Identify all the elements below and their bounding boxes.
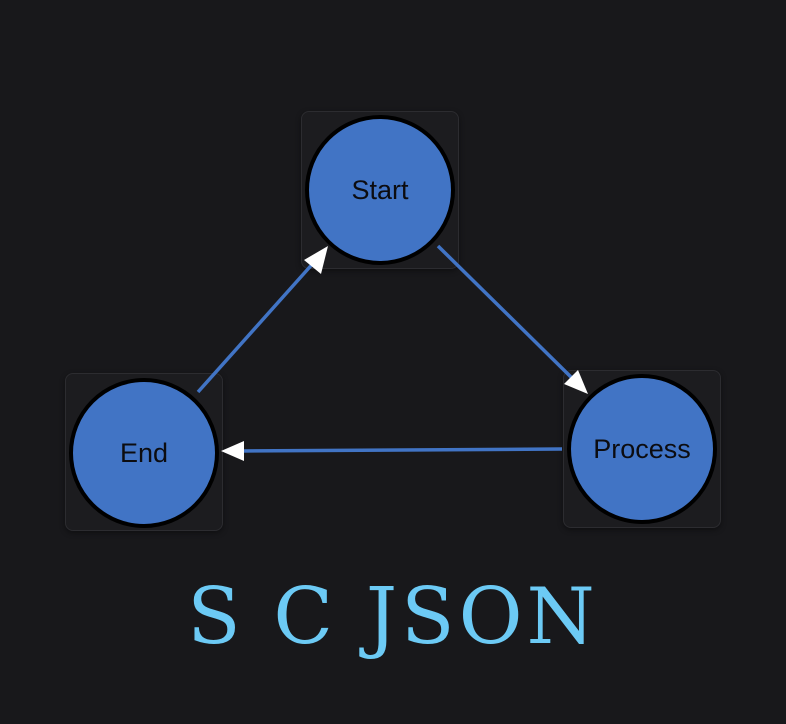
process-node[interactable]: Process xyxy=(567,374,717,524)
start-node[interactable]: Start xyxy=(305,115,455,265)
end-node[interactable]: End xyxy=(69,378,219,528)
end-node-label: End xyxy=(119,437,169,468)
scjson-logo: S C JSON xyxy=(187,572,599,662)
edge-end-to-start[interactable] xyxy=(196,258,318,394)
start-node-label: Start xyxy=(351,174,409,205)
arrowhead-icon xyxy=(564,370,588,394)
arrowhead-icon xyxy=(304,246,328,274)
arrowhead-icon xyxy=(221,441,244,461)
edge-start-to-process[interactable] xyxy=(436,244,576,382)
process-node-label: Process xyxy=(593,433,691,464)
edge-process-to-end[interactable] xyxy=(237,447,563,453)
